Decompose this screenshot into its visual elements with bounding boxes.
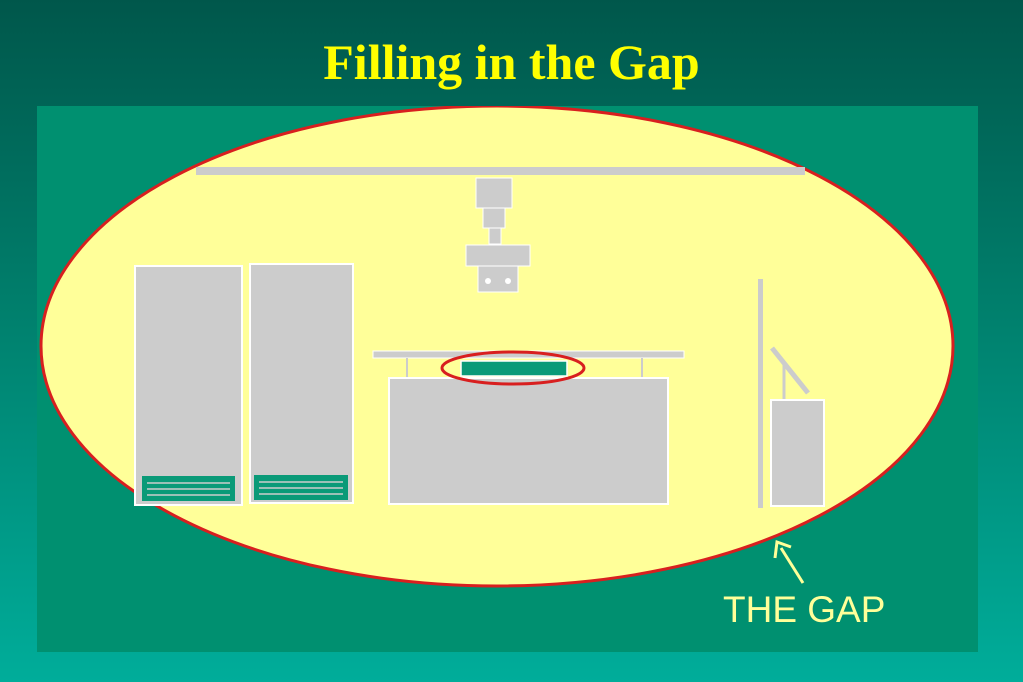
hanging-unit	[465, 177, 531, 293]
right-pole	[758, 279, 763, 508]
gap-highlight-ring	[440, 350, 586, 386]
left-cabinet-1	[134, 265, 243, 506]
diagram-panel: THE GAP	[37, 106, 978, 652]
left-cabinet-2	[249, 263, 354, 504]
gap-diagram: THE GAP	[39, 106, 955, 630]
right-station	[758, 279, 825, 508]
gap-label: THE GAP	[723, 589, 885, 630]
slide-title: Filling in the Gap	[323, 34, 700, 90]
central-table	[372, 350, 685, 505]
overhead-rail	[196, 167, 805, 175]
table-slot	[460, 360, 568, 377]
gap-arrow	[773, 539, 805, 584]
